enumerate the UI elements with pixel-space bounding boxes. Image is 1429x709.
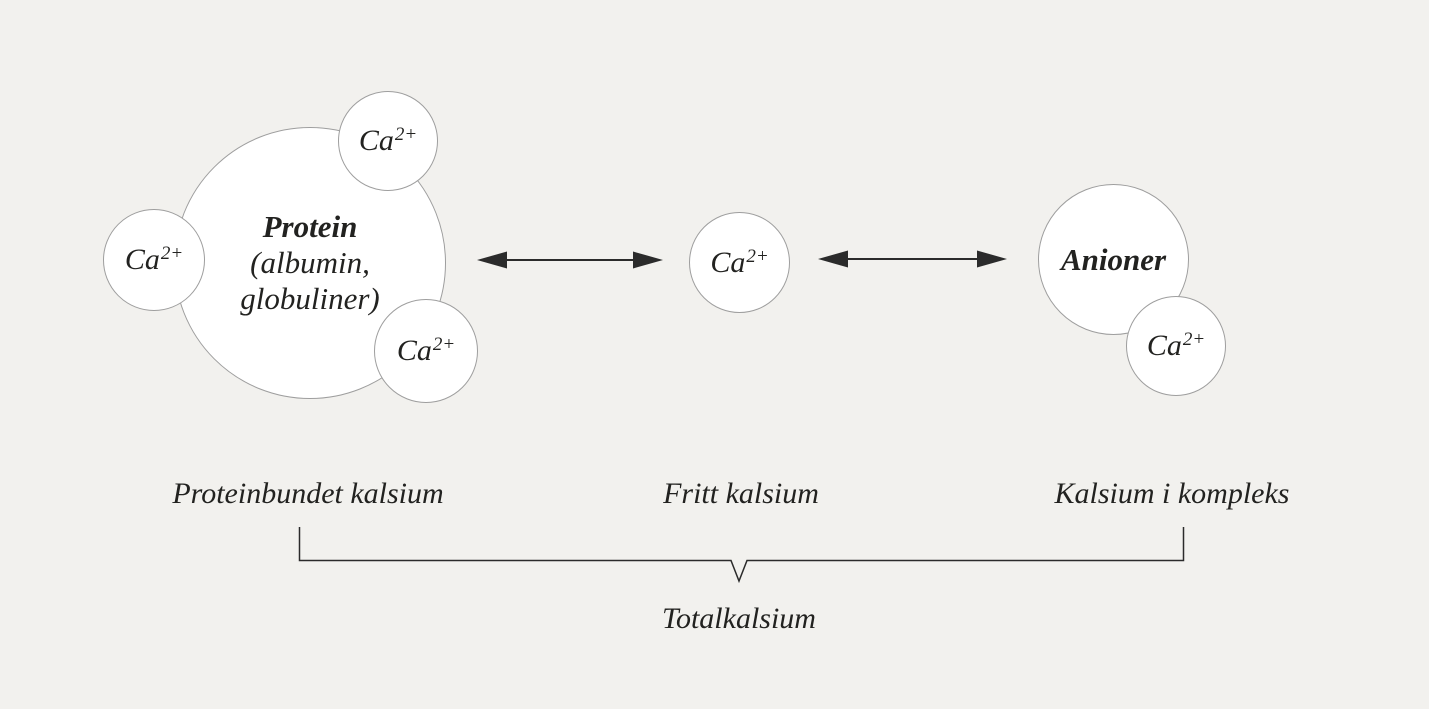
ion-symbol: Ca [1146,329,1182,362]
ion-charge: 2+ [1182,329,1206,350]
calcium-ion-label: Ca2+ [1146,329,1206,362]
equilibrium-arrow-left-icon [477,251,663,269]
protein-subtitle-line2: globuliner) [240,281,380,316]
calcium-ion-label: Ca2+ [710,245,769,279]
protein-subtitle-line1: (albumin, [250,245,370,280]
total-calcium-label: Totalkalsium [662,602,816,635]
total-bracket [298,527,1185,584]
ion-symbol: Ca [710,245,746,279]
protein-title: Protein [262,209,358,244]
caption-calcium-in-complex: Kalsium i kompleks [1054,477,1290,510]
ion-symbol: Ca [358,124,394,157]
calcium-ion-label: Ca2+ [396,334,456,367]
ion-charge: 2+ [432,334,456,355]
protein-label: Protein (albumin, globuliner) [240,209,380,317]
calcium-ion-label: Ca2+ [124,243,184,276]
protein-bound-calcium-ion-circle-bottom: Ca2+ [374,299,478,403]
equilibrium-arrow-right-icon [818,250,1007,268]
caption-free-calcium: Fritt kalsium [663,477,819,510]
anion-title: Anioner [1060,242,1167,277]
ion-charge: 2+ [746,245,769,267]
free-calcium-ion-circle: Ca2+ [689,212,790,313]
protein-bound-calcium-ion-circle-left: Ca2+ [103,209,205,311]
caption-protein-bound-calcium: Proteinbundet kalsium [172,477,444,510]
ion-charge: 2+ [160,243,184,264]
ion-symbol: Ca [396,334,432,367]
calcium-ion-label: Ca2+ [358,124,418,157]
ion-symbol: Ca [124,243,160,276]
ion-charge: 2+ [394,124,418,145]
protein-bound-calcium-ion-circle-top: Ca2+ [338,91,438,191]
complexed-calcium-ion-circle: Ca2+ [1126,296,1226,396]
